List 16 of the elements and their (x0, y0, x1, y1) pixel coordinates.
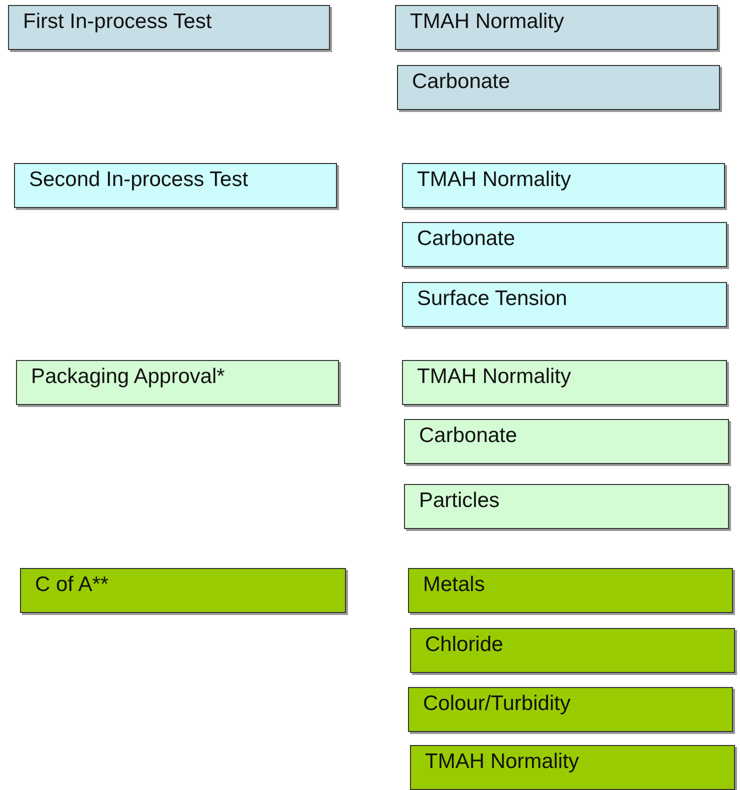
test-box: Surface Tension (402, 282, 727, 327)
test-box: Carbonate (402, 222, 727, 267)
test-box: Colour/Turbidity (408, 687, 733, 732)
test-box: TMAH Normality (395, 5, 718, 50)
test-box: Particles (404, 484, 729, 529)
test-box: TMAH Normality (402, 163, 725, 208)
stage-box: Second In-process Test (14, 163, 337, 208)
test-box: Metals (408, 568, 733, 613)
test-box: Carbonate (397, 65, 720, 110)
test-box: Carbonate (404, 419, 729, 464)
test-box: Chloride (410, 628, 735, 673)
stage-box: C of A** (20, 568, 346, 613)
test-box: TMAH Normality (402, 360, 727, 405)
stage-box: Packaging Approval* (16, 360, 339, 405)
stage-box: First In-process Test (8, 5, 330, 50)
test-box: TMAH Normality (410, 745, 735, 790)
